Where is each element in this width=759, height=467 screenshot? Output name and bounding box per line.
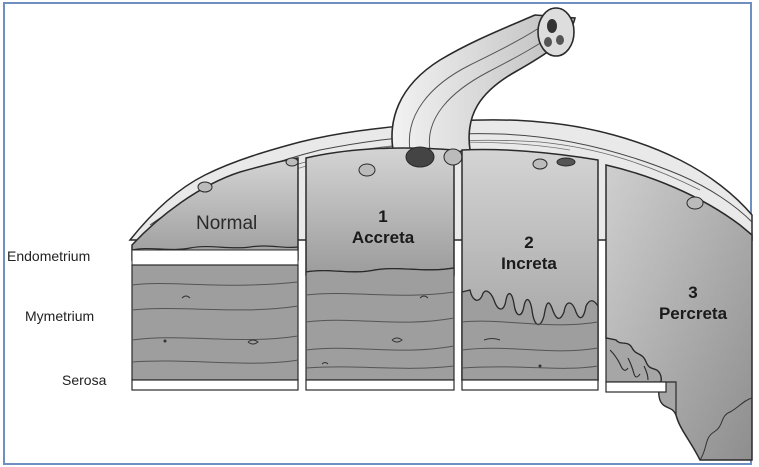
panel-label-increta: 2 Increta <box>484 232 574 275</box>
panel-number-accreta: 1 <box>338 206 428 227</box>
panel-title-accreta: Accreta <box>338 227 428 248</box>
panel-title-normal: Normal <box>196 212 257 236</box>
panel-number-percreta: 3 <box>638 282 748 303</box>
label-serosa: Serosa <box>62 372 106 388</box>
label-myometrium: Mymetrium <box>25 308 94 324</box>
panel-accreta <box>306 147 462 390</box>
panel-title-increta: Increta <box>484 253 574 274</box>
panel-label-accreta: 1 Accreta <box>338 206 428 249</box>
panel-normal <box>132 158 298 390</box>
panel-label-percreta: 3 Percreta <box>638 282 748 325</box>
panel-number-increta: 2 <box>484 232 574 253</box>
label-endometrium: Endometrium <box>7 248 90 264</box>
panel-title-percreta: Percreta <box>638 303 748 324</box>
